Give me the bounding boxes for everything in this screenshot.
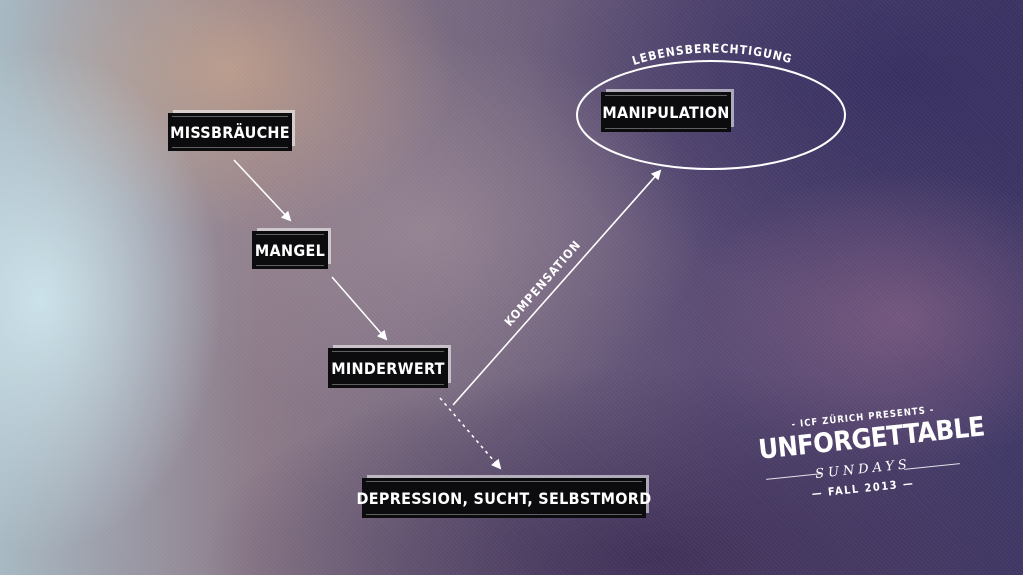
kompensation-label: KOMPENSATION	[502, 238, 584, 329]
arrow-mangel-to-minderwert	[331, 276, 388, 341]
arrow-missbrauche-to-mangel	[233, 159, 292, 222]
box-manipulation: MANIPULATION	[601, 92, 731, 132]
unforgettable-sundays-logo: - ICF ZÜRICH PRESENTS - UNFORGETTABLE SU…	[757, 405, 986, 520]
box-minderwert: MINDERWERT	[328, 348, 448, 388]
box-mangel: MANGEL	[252, 231, 328, 269]
box-depression-sucht-selbstmord: DEPRESSION, SUCHT, SELBSTMORD	[357, 478, 651, 518]
dotted-arrow-minderwert-to-depression	[439, 397, 502, 470]
lebensberechtigung-label: LEBENSBERECHTIGUNG	[630, 41, 794, 67]
box-missbrauche: MISSBRÄUCHE	[168, 113, 292, 151]
lebensberechtigung-ellipse	[576, 60, 846, 170]
arrow-minderwert-to-manipulation	[452, 169, 662, 406]
